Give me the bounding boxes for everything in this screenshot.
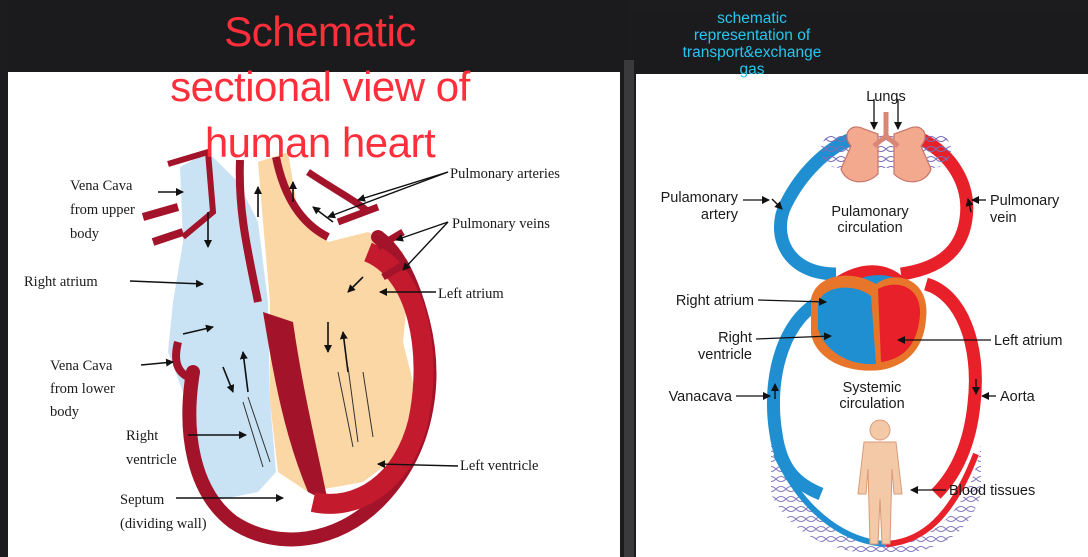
label-pulmonary-artery-1: Pulamonary bbox=[661, 190, 739, 206]
label-left-ventricle: Left ventricle bbox=[460, 458, 539, 474]
label-pulmonary-vein-1: Pulmonary bbox=[990, 193, 1060, 209]
label-lungs: Lungs bbox=[866, 89, 906, 105]
label-aorta: Aorta bbox=[1000, 389, 1036, 405]
label-pulmonary-veins: Pulmonary veins bbox=[452, 216, 550, 232]
right-side-chamber bbox=[168, 152, 276, 502]
panel-divider bbox=[624, 60, 634, 557]
label-pulmonary-circulation-1: Pulamonary bbox=[831, 204, 909, 220]
label-vanacava: Vanacava bbox=[669, 389, 733, 405]
label-septum-1: Septum bbox=[120, 492, 165, 508]
label-right-ventricle-2: ventricle bbox=[698, 347, 752, 363]
label-left-atrium: Left atrium bbox=[438, 286, 504, 302]
label-vena-cava-upper-2: from upper bbox=[70, 202, 135, 218]
label-systemic-circulation-1: Systemic bbox=[843, 380, 902, 396]
label-vena-cava-lower-1: Vena Cava bbox=[50, 358, 113, 374]
circulation-diagram: Lungs Pulamonary artery Pulamonary circu… bbox=[636, 74, 1088, 557]
label-pulmonary-circulation-2: circulation bbox=[837, 220, 902, 236]
label-vena-cava-upper-1: Vena Cava bbox=[70, 178, 133, 194]
aorta-vessel bbox=[926, 284, 975, 494]
label-right-ventricle-2: ventricle bbox=[126, 452, 177, 468]
label-right-atrium: Right atrium bbox=[676, 293, 754, 309]
overlay-title-right: schematic representation of transport&ex… bbox=[642, 10, 862, 78]
label-pulmonary-vein-2: vein bbox=[990, 210, 1017, 226]
label-septum-2: (dividing wall) bbox=[120, 516, 207, 532]
label-systemic-circulation-2: circulation bbox=[839, 396, 904, 412]
label-pulmonary-artery-2: artery bbox=[701, 207, 739, 223]
label-vena-cava-lower-2: from lower bbox=[50, 381, 115, 397]
label-blood-tissues: Blood tissues bbox=[949, 483, 1035, 499]
overlay-title-left: Schematic sectional view of human heart bbox=[120, 4, 520, 170]
label-vena-cava-lower-3: body bbox=[50, 404, 80, 420]
circulation-diagram-panel: Lungs Pulamonary artery Pulamonary circu… bbox=[636, 74, 1088, 557]
label-right-atrium: Right atrium bbox=[24, 274, 98, 290]
label-right-ventricle-1: Right bbox=[126, 428, 158, 444]
label-vena-cava-upper-3: body bbox=[70, 226, 100, 242]
label-left-atrium: Left atrium bbox=[994, 333, 1063, 349]
human-figure bbox=[858, 420, 902, 544]
label-right-ventricle-1: Right bbox=[718, 330, 752, 346]
